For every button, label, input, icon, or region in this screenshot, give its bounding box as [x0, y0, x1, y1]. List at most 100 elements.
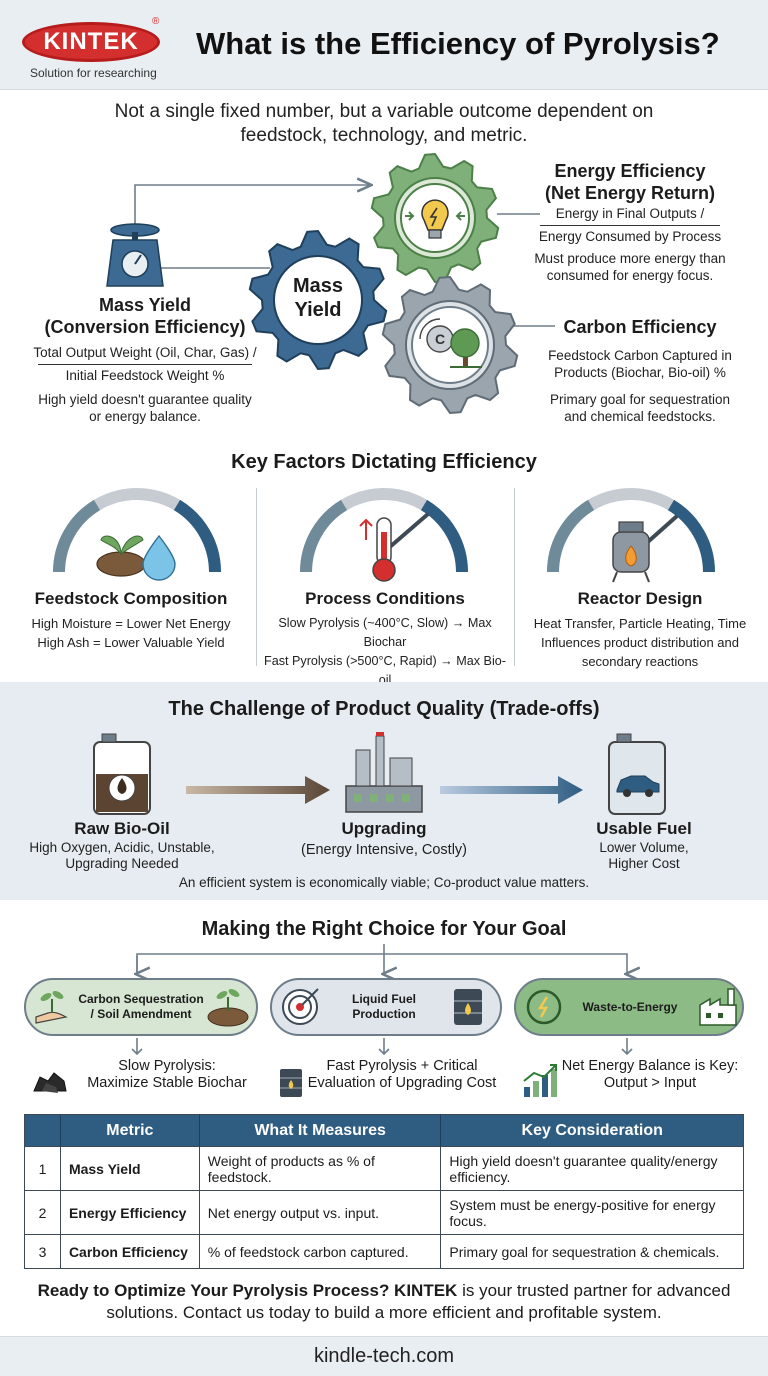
factor-title-process: Process Conditions	[305, 589, 465, 608]
table-header-row: Metric What It Measures Key Consideratio…	[24, 1114, 744, 1147]
factor-line: High Moisture = Lower Net Energy	[31, 616, 231, 631]
table-header-measures: What It Measures	[198, 1114, 441, 1147]
goals-title: Making the Right Choice for Your Goal	[201, 918, 567, 940]
table-header-consideration: Key Consideration	[440, 1114, 744, 1147]
factor-line: High Ash = Lower Valuable Yield	[37, 635, 225, 650]
soil-water-drop-icon	[96, 534, 176, 581]
column-divider	[256, 488, 257, 666]
carbon-formula-1: Feedstock Carbon Captured in	[548, 348, 732, 363]
carbon-title: Carbon Efficiency	[563, 317, 717, 337]
factory-icon	[699, 988, 737, 1026]
goal-label-carbon-sequestration: Carbon Sequestration / Soil Amendment	[74, 992, 208, 1022]
tradeoff-title-upgrading: Upgrading	[341, 819, 427, 838]
tradeoff-title-usable-fuel: Usable Fuel	[596, 819, 692, 838]
fraction-rule	[38, 364, 252, 365]
efficiency-gears-diagram: C Mass Yield	[106, 152, 555, 415]
footer-bar	[0, 1336, 768, 1376]
goal-label-line: Liquid Fuel	[352, 992, 416, 1006]
goal-result-line: Maximize Stable Biochar	[87, 1075, 247, 1091]
fraction-rule	[540, 225, 720, 226]
bar-chart-up-icon	[523, 1064, 557, 1097]
energy-title-1: Energy Efficiency	[554, 161, 706, 181]
table-header-number	[24, 1114, 61, 1147]
page-title: What is the Efficiency of Pyrolysis?	[196, 26, 720, 61]
carbon-tree-icon: C	[411, 306, 489, 384]
energy-note-1: Must produce more energy than	[534, 251, 726, 266]
table-cell-consideration: Primary goal for sequestration & chemica…	[440, 1234, 744, 1269]
mass-yield-title-2: (Conversion Efficiency)	[44, 317, 246, 337]
goal-arrows-and-result-icons	[33, 1038, 633, 1097]
refinery-icon	[345, 732, 423, 813]
table-cell-number: 1	[24, 1146, 61, 1191]
carbon-note-2: and chemical feedstocks.	[564, 409, 716, 424]
factor-line: secondary reactions	[581, 654, 699, 669]
factor-desc-feedstock: High Moisture = Lower Net Energy High As…	[6, 614, 256, 652]
tradeoff-footnote: An efficient system is economically viab…	[178, 875, 590, 890]
svg-text:C: C	[435, 331, 445, 347]
tradeoff-line: Upgrading Needed	[65, 856, 179, 871]
energy-efficiency-block: Energy Efficiency (Net Energy Return)	[510, 160, 750, 204]
cta-bold: Ready to Optimize Your Pyrolysis Process…	[37, 1281, 458, 1300]
tradeoff-title: The Challenge of Product Quality (Trade-…	[168, 698, 600, 720]
energy-cycle-icon	[526, 989, 562, 1025]
factor-title-reactor: Reactor Design	[577, 589, 703, 608]
reactor-icon	[612, 521, 650, 583]
connector-arrow	[134, 185, 370, 230]
goal-result-waste-to-energy: Net Energy Balance is Key: Output > Inpu…	[560, 1058, 740, 1092]
factor-gauges	[53, 488, 715, 583]
flow-arrow	[440, 776, 583, 804]
tradeoff-line: High Oxygen, Acidic, Unstable,	[29, 840, 215, 855]
goal-result-carbon-sequestration: Slow Pyrolysis: Maximize Stable Biochar	[72, 1058, 262, 1092]
carbon-note-1: Primary goal for sequestration	[549, 392, 731, 407]
kintek-logo[interactable]	[22, 22, 160, 62]
table-cell-metric: Carbon Efficiency	[59, 1234, 200, 1269]
energy-formula: Energy in Final Outputs / Energy Consume…	[510, 204, 750, 247]
table-cell-number: 2	[24, 1190, 61, 1235]
gear-center-label-1: Mass	[293, 275, 343, 297]
table-cell-metric: Mass Yield	[59, 1146, 200, 1191]
tradeoff-line: Higher Cost	[608, 856, 680, 871]
goal-label-line: Carbon Sequestration	[78, 992, 204, 1006]
gauge-process	[300, 488, 468, 573]
factor-title-feedstock: Feedstock Composition	[34, 589, 228, 608]
goal-pill-carbon-sequestration[interactable]	[24, 978, 258, 1036]
tradeoff-desc-usable-fuel: Lower Volume, Higher Cost	[544, 840, 744, 872]
mass-yield-formula-numerator: Total Output Weight (Oil, Char, Gas) /	[33, 345, 257, 360]
table-cell-metric: Energy Efficiency	[59, 1190, 200, 1235]
goal-label-line: / Soil Amendment	[90, 1007, 192, 1021]
footer-url-link[interactable]: kindle-tech.com	[313, 1345, 455, 1367]
energy-formula-numerator: Energy in Final Outputs /	[555, 206, 705, 221]
lightbulb-icon	[400, 183, 470, 253]
energy-note-2: consumed for energy focus.	[546, 268, 714, 283]
energy-title-2: (Net Energy Return)	[544, 183, 715, 203]
tradeoff-desc-upgrading: (Energy Intensive, Costly)	[300, 842, 467, 858]
table-cell-measures: Net energy output vs. input.	[198, 1190, 441, 1235]
factor-line: Influences product distribution and	[540, 635, 739, 650]
gear-center-label-2: Yield	[294, 299, 341, 321]
key-factors-title: Key Factors Dictating Efficiency	[231, 451, 537, 473]
fuel-canister-car-icon	[608, 733, 666, 815]
mass-yield-note-1: High yield doesn't guarantee quality	[38, 392, 252, 407]
goal-result-line: Output > Input	[603, 1075, 697, 1091]
mass-yield-title-1: Mass Yield	[98, 295, 192, 315]
gauge-feedstock	[53, 488, 221, 573]
flow-arrow	[186, 776, 330, 804]
mass-yield-formula-denominator: Initial Feedstock Weight %	[65, 368, 225, 383]
metrics-table: Metric What It Measures Key Consideratio…	[24, 1114, 744, 1269]
bio-oil-canister-icon	[93, 733, 151, 815]
goal-pill-icons	[35, 988, 737, 1027]
mass-yield-note: High yield doesn't guarantee quality or …	[14, 391, 276, 425]
logo-tagline: Solution for researching	[30, 66, 157, 80]
scale-icon	[106, 223, 164, 287]
goals-connector	[0, 944, 768, 984]
goal-result-line: Evaluation of Upgrading Cost	[307, 1075, 497, 1091]
oil-barrel-icon	[280, 1069, 302, 1097]
table-cell-measures: Weight of products as % of feedstock.	[198, 1146, 441, 1191]
goal-result-liquid-fuel: Fast Pyrolysis + Critical Evaluation of …	[304, 1058, 500, 1092]
goal-label-waste-to-energy: Waste-to-Energy	[582, 1000, 678, 1014]
table-row: 2 Energy Efficiency Net energy output vs…	[24, 1190, 744, 1235]
goal-result-line: Slow Pyrolysis:	[118, 1058, 216, 1074]
goal-result-line: Fast Pyrolysis + Critical	[326, 1058, 478, 1074]
intro-text: Not a single fixed number, but a variabl…	[114, 101, 654, 146]
gear-hub	[273, 255, 363, 345]
